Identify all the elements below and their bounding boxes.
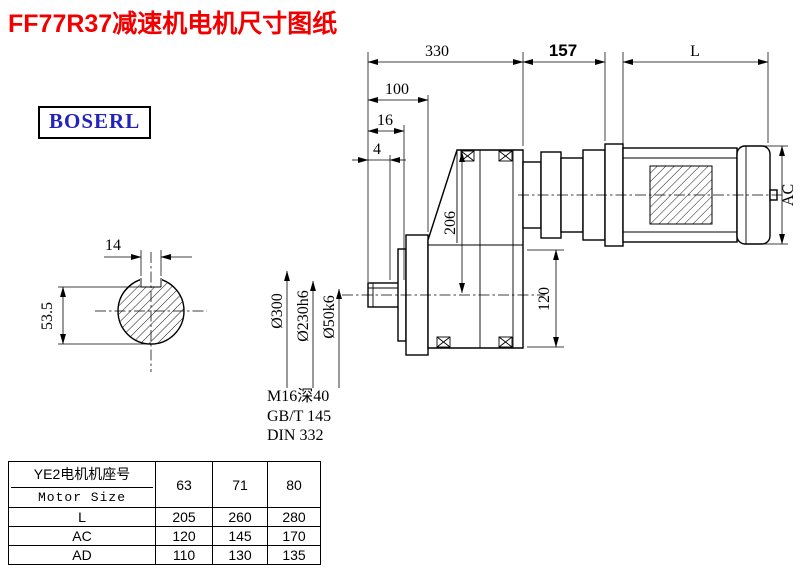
center-lines [95, 194, 784, 372]
gear-unit-outline [367, 149, 524, 356]
dim-206-label: 206 [442, 211, 459, 235]
note-din-label: DIN 332 [267, 427, 323, 444]
header-en-label: Motor Size [37, 490, 126, 505]
note-gbt-label: GB/T 145 [267, 408, 331, 425]
table-row-L: L 205 260 280 [8, 507, 321, 527]
row-label-L: L [8, 507, 156, 527]
dim-53-5-label: 53.5 [39, 302, 56, 330]
row-label-AC: AC [8, 526, 156, 546]
dia-50k6-label: Ø50k6 [321, 295, 338, 339]
dim-AC-label: AC [780, 184, 797, 206]
table-size-63: 63 [155, 461, 213, 508]
table-header-row: YE2电机机座号 Motor Size 63 71 80 [8, 461, 321, 508]
dim-4-label: 4 [373, 141, 381, 158]
row-label-AD: AD [8, 545, 156, 565]
table-cell: 170 [267, 526, 321, 546]
table-size-80: 80 [267, 461, 321, 508]
table-header-motor-size: YE2电机机座号 Motor Size [8, 461, 156, 508]
boserl-logo-text: BOSERL [49, 109, 141, 133]
table-row-AC: AC 120 145 170 [8, 526, 321, 546]
header-cn-label: YE2电机机座号 [11, 462, 153, 488]
table-cell: 110 [155, 545, 213, 565]
dim-120-label: 120 [536, 287, 553, 311]
dia-300-label: Ø300 [269, 293, 286, 329]
table-cell: 145 [212, 526, 268, 546]
dim-16-label: 16 [377, 112, 393, 129]
extension-lines [58, 52, 788, 348]
page-title: FF77R37减速机电机尺寸图纸 [8, 10, 338, 38]
table-cell: 260 [212, 507, 268, 527]
boserl-logo: BOSERL [38, 106, 152, 139]
spec-table: YE2电机机座号 Motor Size 63 71 80 L 205 260 2… [8, 461, 321, 565]
table-cell: 120 [155, 526, 213, 546]
table-size-71: 71 [212, 461, 268, 508]
dia-230h6-label: Ø230h6 [295, 290, 312, 342]
dim-100-label: 100 [385, 81, 409, 98]
dim-330-label: 330 [425, 43, 449, 60]
table-cell: 135 [267, 545, 321, 565]
dimension-lines [60, 59, 785, 388]
table-cell: 280 [267, 507, 321, 527]
table-row-AD: AD 110 130 135 [8, 545, 321, 565]
table-cell: 130 [212, 545, 268, 565]
dim-157-label: 157 [549, 41, 577, 60]
dim-14-label: 14 [105, 237, 121, 254]
note-m16-label: M16深40 [267, 387, 329, 405]
dim-L-label: L [690, 43, 700, 60]
housing-bolts [436, 150, 513, 348]
table-cell: 205 [155, 507, 213, 527]
